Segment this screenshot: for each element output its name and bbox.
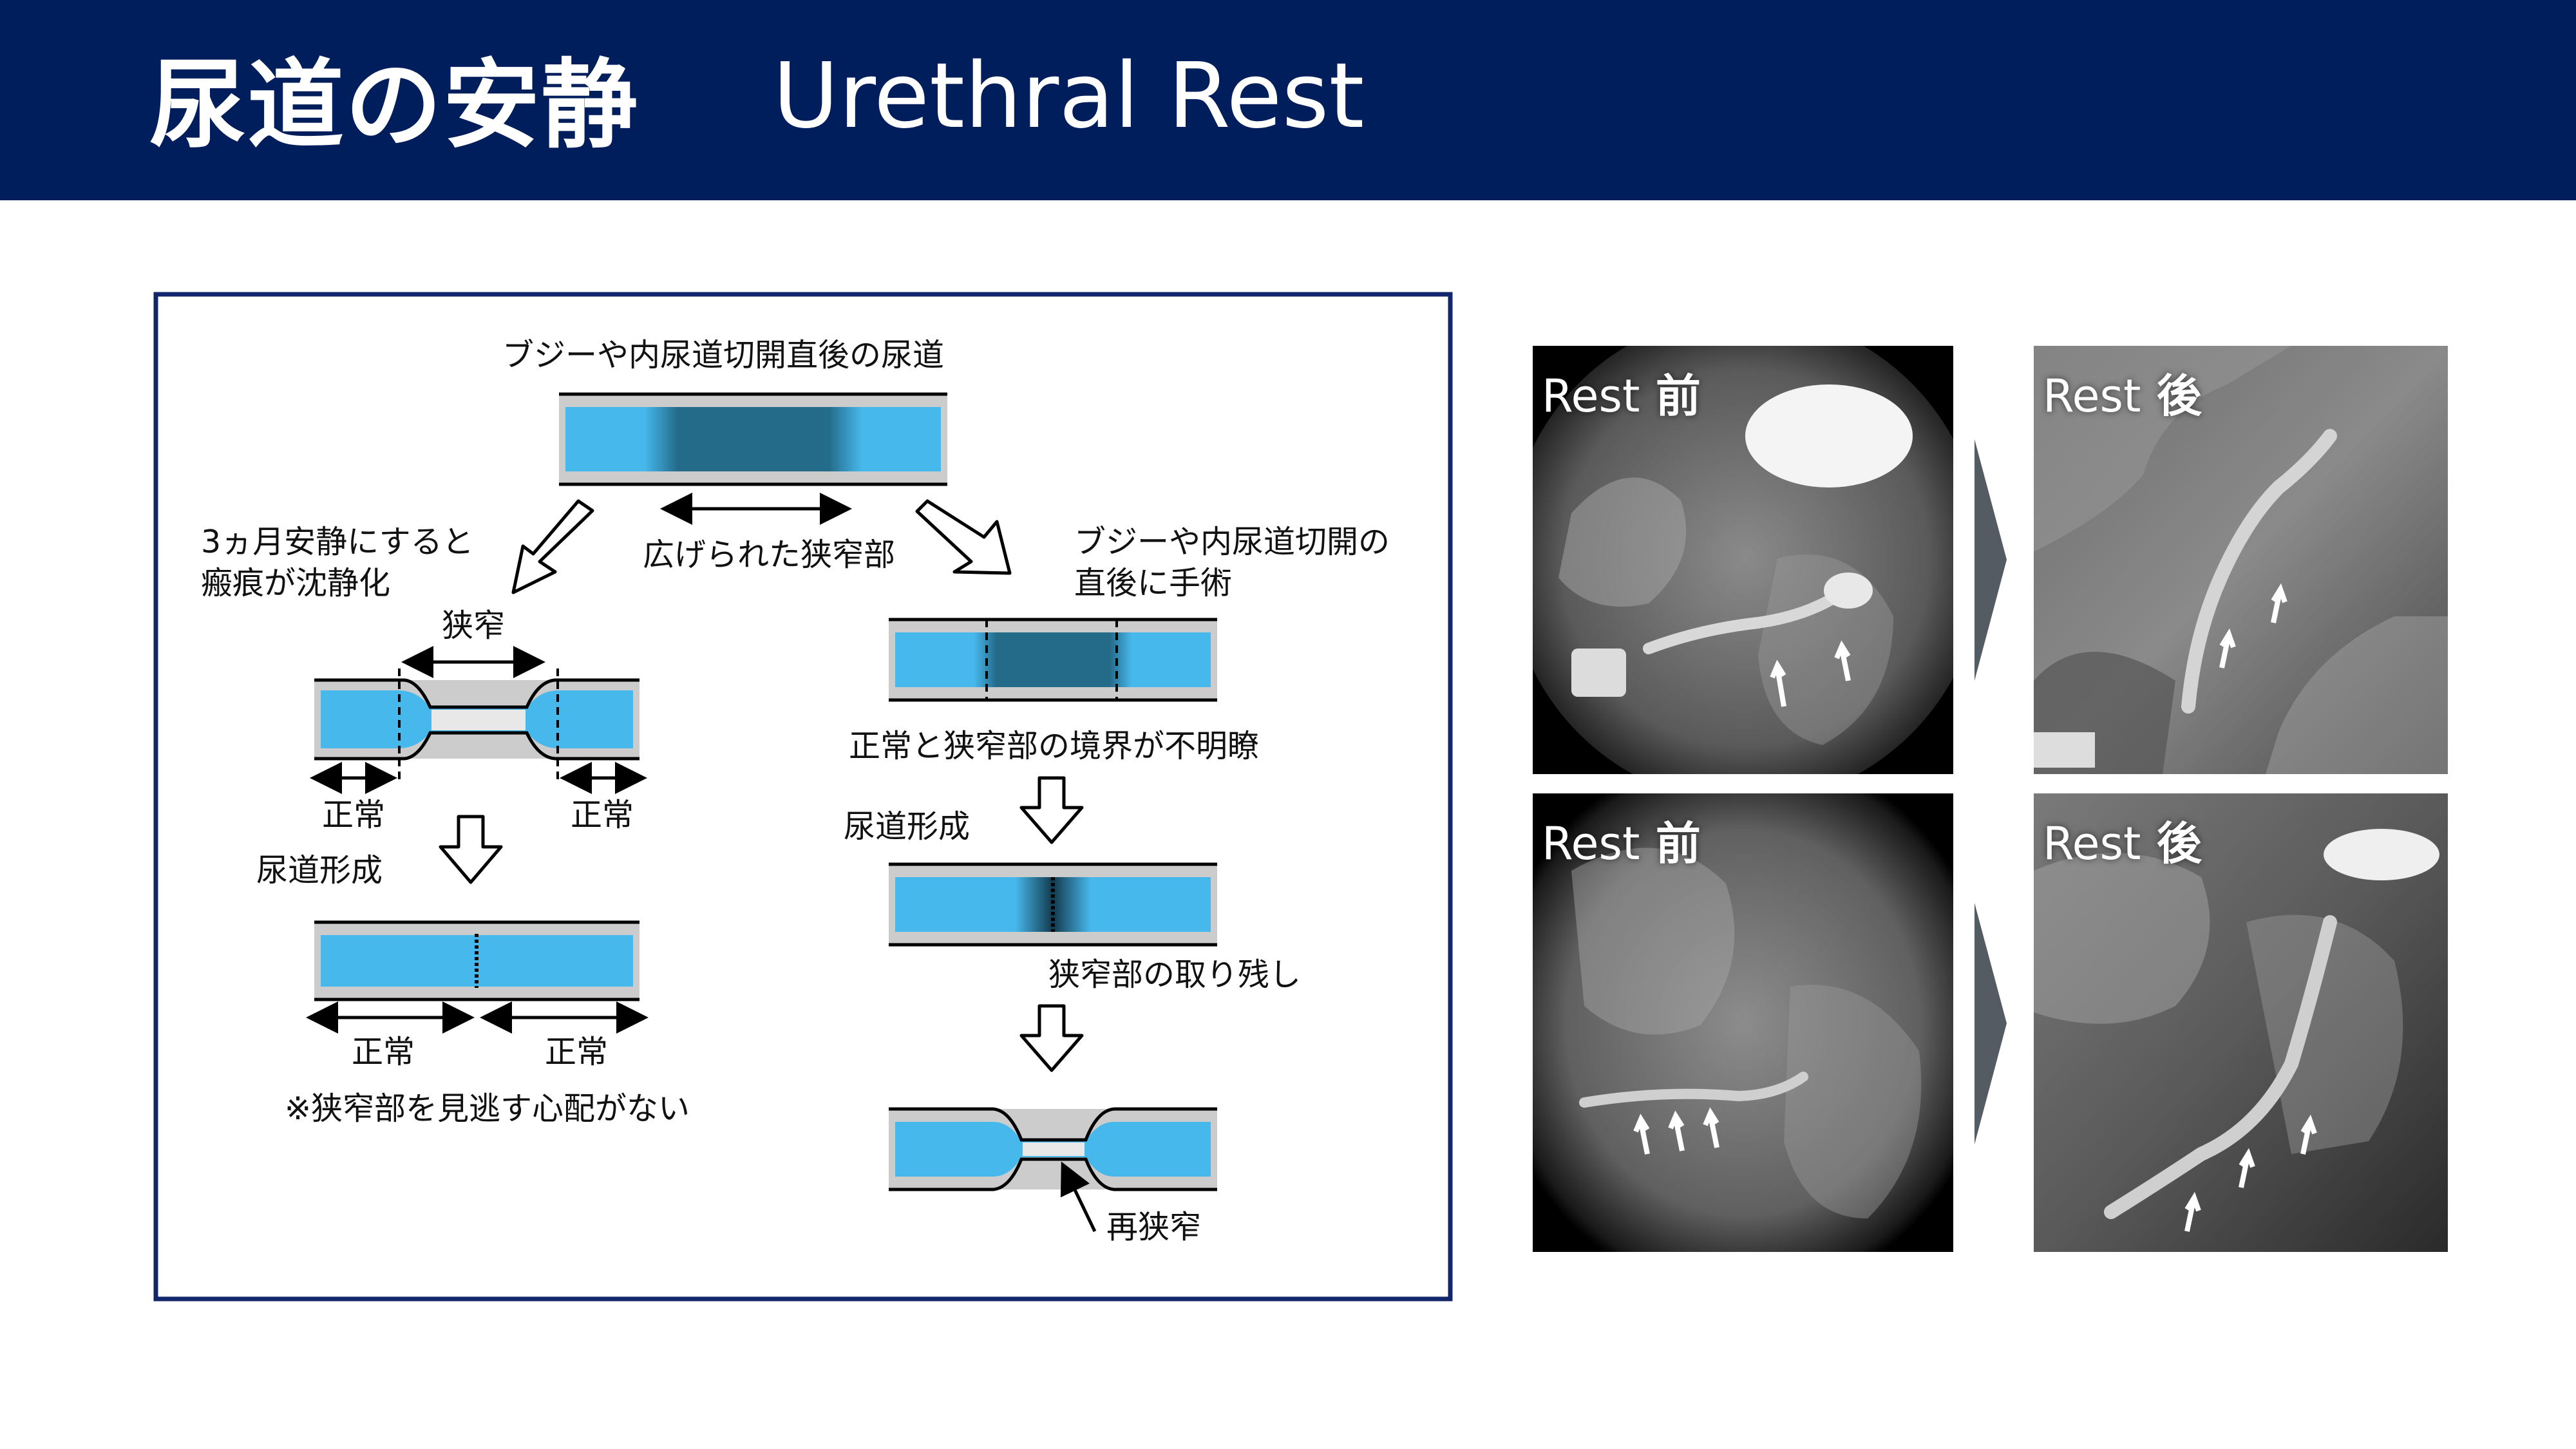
- urethra-left-repaired: [314, 920, 639, 1001]
- left-down-arrow-1: [439, 815, 503, 884]
- unclear-boundary-label: 正常と狭窄部の境界が不明瞭: [849, 728, 1259, 764]
- xray-label-1: Rest 前: [1542, 370, 1701, 422]
- restricture-pointer: [1060, 1161, 1097, 1233]
- xray-after-2: Rest 後: [2034, 793, 2448, 1252]
- chevron-right-icon-2: [1975, 903, 2007, 1144]
- urethra-leftover-stricture: [889, 862, 1217, 947]
- left-urethroplasty-label: 尿道形成: [256, 852, 383, 889]
- urethra-matured-stricture: [314, 668, 639, 779]
- right-down-arrow-2: [1019, 1004, 1084, 1072]
- xray-after-1: Rest 後: [2034, 346, 2448, 774]
- leftover-label: 狭窄部の取り残し: [1048, 956, 1301, 993]
- stricture-label: 狭窄: [442, 607, 505, 644]
- page-subtitle: Urethral Rest: [773, 44, 1365, 149]
- xray-label-4: Rest 後: [2043, 817, 2202, 870]
- chevron-right-icon-1: [1975, 439, 2007, 681]
- urethra-unclear-boundary: [889, 618, 1217, 702]
- right-branch-line1: ブジーや内尿道切開の: [1074, 524, 1390, 560]
- xray-label-2: Rest 後: [2043, 370, 2202, 422]
- left-branch-line2: 瘢痕が沈静化: [201, 565, 390, 601]
- urethral-rest-diagram: ブジーや内尿道切開直後の尿道 広げられた狭窄部 3ヵ月安静にすると 瘢痕が沈静化…: [153, 292, 1453, 1302]
- right-urethroplasty-label: 尿道形成: [844, 808, 970, 845]
- diagram-frame: [153, 292, 1453, 1302]
- right-branch-arrow: [915, 499, 1012, 575]
- left-branch-line1: 3ヵ月安静にすると: [201, 524, 474, 560]
- urethra-restricture: [889, 1107, 1217, 1191]
- left-note: ※狭窄部を見逃す心配がない: [285, 1090, 690, 1127]
- normal-label-3: 正常: [352, 1034, 415, 1070]
- widened-stricture-label: 広げられた狭窄部: [643, 536, 895, 573]
- header-bar: 尿道の安静 Urethral Rest: [0, 0, 2576, 200]
- xray-before-2: Rest 前: [1533, 793, 1953, 1252]
- restricture-label: 再狭窄: [1106, 1209, 1201, 1245]
- top-urethra-label: ブジーや内尿道切開直後の尿道: [502, 337, 944, 374]
- xray-label-3: Rest 前: [1542, 817, 1701, 870]
- normal-label-1: 正常: [322, 797, 385, 833]
- xray-before-1: Rest 前: [1533, 346, 1953, 774]
- left-branch-arrow: [511, 499, 594, 594]
- urethra-widened: [559, 392, 947, 486]
- page-title: 尿道の安静: [149, 50, 639, 162]
- normal-label-4: 正常: [545, 1034, 608, 1070]
- normal-label-2: 正常: [571, 797, 634, 833]
- right-branch-line2: 直後に手術: [1074, 565, 1232, 601]
- right-down-arrow-1: [1019, 776, 1084, 844]
